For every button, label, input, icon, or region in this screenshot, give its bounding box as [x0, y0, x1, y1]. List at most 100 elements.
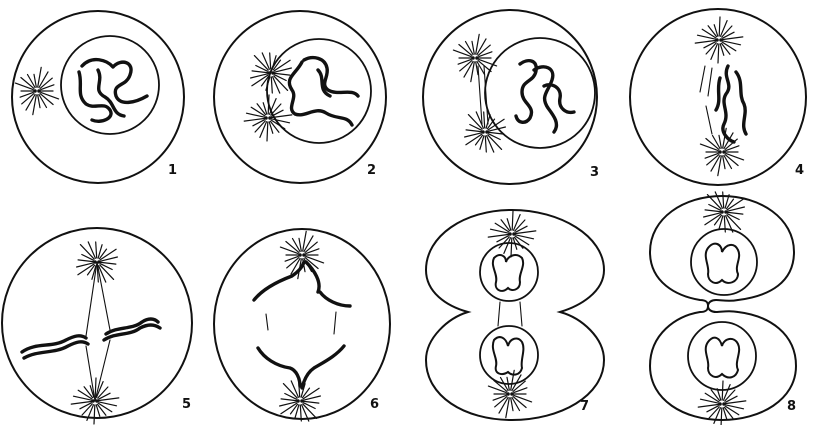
cell-membrane: [423, 10, 597, 184]
panel-label: 8: [787, 399, 796, 414]
daughter-nucleus-bottom: [688, 322, 756, 390]
aster-ray: [256, 66, 268, 72]
chromosomes: [516, 61, 574, 132]
panel-3: 3: [423, 10, 599, 184]
centriole: [267, 71, 271, 75]
centriole: [718, 150, 722, 154]
centriole: [296, 399, 300, 403]
aster-ray: [270, 53, 271, 69]
centriole: [718, 402, 722, 406]
aster-ray: [253, 120, 265, 126]
daughter-nucleus-bottom: [480, 326, 538, 384]
panel-6: 6: [214, 229, 390, 421]
centriole: [37, 89, 41, 93]
chromosomes: [22, 319, 160, 358]
centriole: [298, 253, 302, 257]
daughter-nucleus-top: [691, 229, 757, 295]
aster-ray: [101, 264, 113, 270]
nucleus: [485, 38, 595, 148]
panel-label: 1: [168, 163, 177, 178]
aster-ray: [94, 405, 95, 424]
aster-ray: [485, 136, 486, 152]
centriole: [506, 392, 510, 396]
aster-ray: [512, 211, 513, 230]
centriole: [722, 150, 726, 154]
aster-ray: [470, 125, 482, 131]
aster-ray: [96, 242, 97, 258]
centrosome: [15, 67, 58, 114]
centriole: [510, 392, 514, 396]
panel-label: 2: [367, 163, 376, 178]
centriole: [508, 232, 512, 236]
panel-label: 3: [590, 165, 599, 180]
aster-ray: [497, 236, 509, 242]
centriole: [724, 210, 728, 214]
aster-ray: [488, 235, 508, 238]
aster-ray: [82, 255, 94, 261]
aster-ray: [484, 112, 485, 128]
chromosomes: [493, 255, 524, 375]
aster-ray: [78, 260, 93, 262]
centrosome: [465, 112, 506, 152]
aster-ray: [721, 408, 722, 425]
aster-ray: [723, 32, 735, 38]
panel-label: 5: [182, 397, 191, 412]
panel-8: 8: [650, 192, 796, 425]
aster-ray: [304, 403, 316, 409]
aster-ray: [272, 110, 284, 116]
aster-ray: [719, 17, 720, 36]
nucleus: [61, 36, 159, 134]
panel-7: 7: [426, 210, 604, 420]
aster-ray: [707, 406, 719, 412]
panel-4: 4: [630, 9, 806, 185]
centriole: [271, 71, 275, 75]
centriole: [715, 38, 719, 42]
aster-ray: [99, 393, 111, 399]
aster-ray: [489, 134, 501, 140]
aster-ray: [726, 396, 738, 402]
centriole: [471, 56, 475, 60]
centrosome: [695, 17, 743, 63]
centriole: [719, 38, 723, 42]
aster-ray: [722, 381, 723, 400]
aster-ray: [275, 73, 290, 75]
aster-ray: [80, 403, 92, 409]
panel-label: 7: [580, 399, 589, 414]
daughter-nucleus-top: [480, 243, 538, 301]
centriole: [302, 253, 306, 257]
centrosome: [700, 128, 743, 175]
aster-ray: [728, 214, 740, 220]
chromatin: [79, 60, 147, 122]
aster-ray: [511, 238, 512, 257]
aster-ray: [705, 210, 720, 212]
aster-ray: [267, 122, 268, 141]
aster-ray: [726, 401, 746, 404]
aster-ray: [516, 226, 528, 232]
aster-ray: [466, 130, 481, 132]
aster-ray: [698, 405, 718, 408]
cell-membrane: [214, 11, 386, 183]
centriole: [300, 399, 304, 403]
aster-ray: [718, 44, 719, 63]
aster-ray: [244, 119, 264, 122]
centriole: [512, 232, 516, 236]
cell-membrane: [214, 229, 390, 419]
panel-2: 2: [214, 11, 386, 183]
panel-label: 4: [795, 163, 804, 178]
aster-ray: [271, 77, 272, 93]
centriole: [720, 210, 724, 214]
panel-label: 6: [370, 397, 379, 412]
chromosomes: [289, 58, 358, 125]
centriole: [268, 116, 272, 120]
aster-ray: [71, 402, 91, 405]
aster-ray: [101, 262, 116, 264]
aster-ray: [704, 42, 716, 48]
aster-ray: [723, 192, 724, 208]
aster-ray: [272, 115, 292, 118]
centriole: [485, 130, 489, 134]
panel-5: 5: [2, 228, 192, 424]
aster-ray: [275, 75, 287, 81]
aster-ray: [252, 71, 267, 73]
aster-ray: [516, 231, 536, 234]
